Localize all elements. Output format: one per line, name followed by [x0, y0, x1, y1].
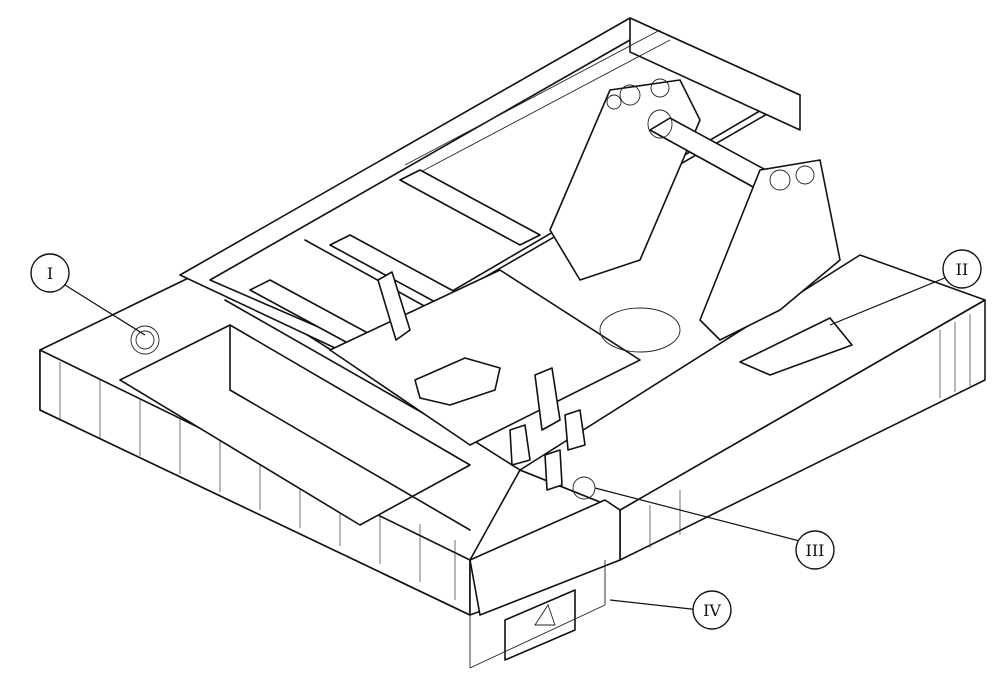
cover-plate [739, 317, 853, 376]
callout-I: I [30, 253, 70, 293]
round-opening [599, 307, 681, 353]
front-face-hatching [59, 362, 456, 600]
end-box [469, 499, 621, 669]
right-face-hatching [649, 314, 971, 548]
callout-IV: IV [692, 590, 732, 630]
round-plug [130, 325, 160, 355]
callout-leaders [64, 274, 953, 611]
callout-III-label: III [806, 541, 825, 560]
callout-III: III [795, 530, 835, 570]
mounting-lugs [377, 271, 596, 500]
left-compartment [119, 324, 471, 531]
central-deck [329, 269, 641, 446]
lift-bracket-right [699, 159, 841, 341]
callout-I-label: I [47, 264, 53, 283]
callout-IV-label: IV [703, 601, 721, 620]
callout-II-label: II [956, 260, 969, 279]
hex-cutout [414, 357, 501, 406]
platform-right-section [519, 254, 986, 561]
callout-II: II [942, 249, 982, 289]
